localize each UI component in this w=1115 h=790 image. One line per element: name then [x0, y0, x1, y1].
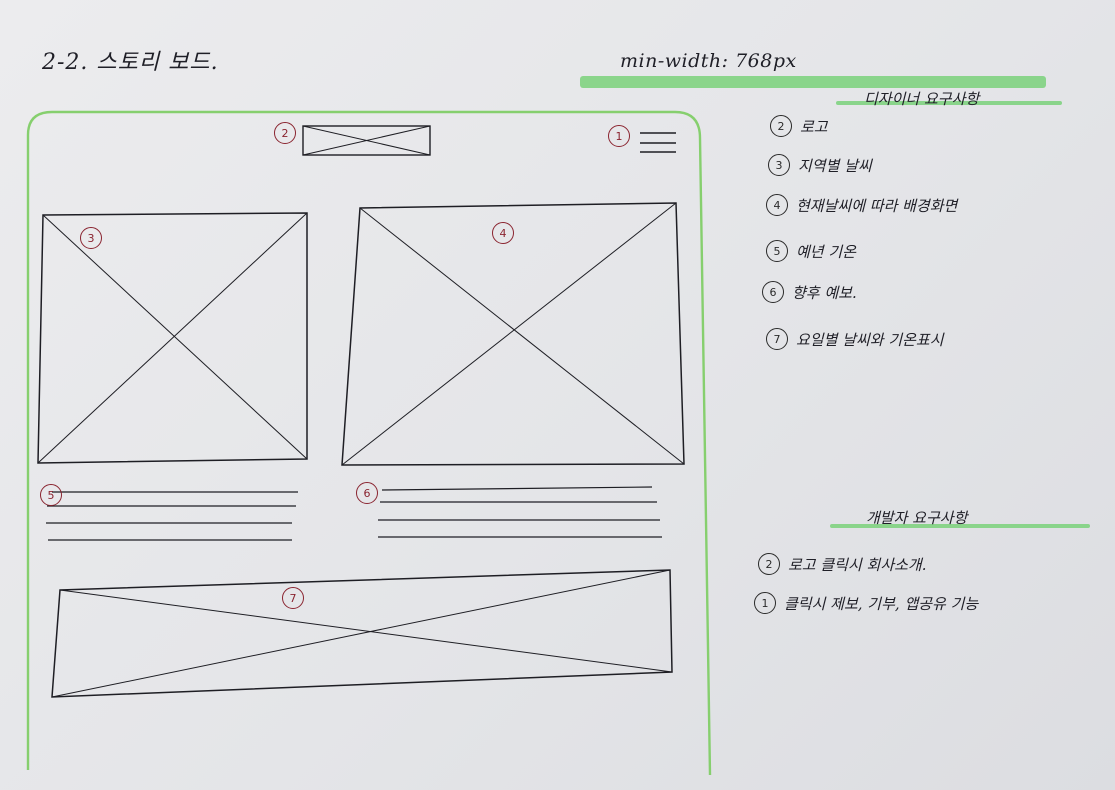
item-number: 2 — [770, 115, 792, 137]
marker-6: 6 — [356, 482, 378, 504]
designer-item: 5 예년 기온 — [766, 240, 856, 262]
designer-heading-highlight — [836, 101, 1062, 105]
min-width-note: min-width: 768px — [620, 50, 797, 72]
region-weather-placeholder — [37, 212, 308, 464]
device-frame — [26, 110, 712, 776]
item-number: 1 — [754, 592, 776, 614]
designer-item: 2 로고 — [770, 115, 828, 137]
marker-7: 7 — [282, 587, 304, 609]
designer-heading: 디자이너 요구사항 — [864, 90, 980, 108]
menu-icon — [640, 132, 676, 153]
item-text: 요일별 날씨와 기온표시 — [796, 330, 944, 349]
item-number: 2 — [758, 553, 780, 575]
marker-2: 2 — [274, 122, 296, 144]
item-number: 5 — [766, 240, 788, 262]
developer-heading: 개발자 요구사항 — [866, 509, 968, 527]
item-text: 로고 클릭시 회사소개. — [788, 555, 927, 574]
forecast-lines — [378, 486, 662, 538]
page-title: 2-2. 스토리 보드. — [42, 50, 219, 75]
item-text: 예년 기온 — [796, 242, 856, 261]
developer-item: 1 클릭시 제보, 기부, 앱공유 기능 — [754, 592, 978, 614]
average-temp-lines — [46, 491, 298, 541]
item-number: 7 — [766, 328, 788, 350]
item-text: 현재날씨에 따라 배경화면 — [796, 196, 958, 215]
logo-placeholder — [302, 125, 431, 156]
designer-item: 6 향후 예보. — [762, 281, 857, 303]
designer-item: 4 현재날씨에 따라 배경화면 — [766, 194, 957, 216]
designer-item: 3 지역별 날씨 — [768, 154, 872, 176]
item-text: 로고 — [800, 117, 828, 136]
marker-3: 3 — [80, 227, 102, 249]
marker-1: 1 — [608, 125, 630, 147]
developer-item: 2 로고 클릭시 회사소개. — [758, 553, 927, 575]
item-number: 3 — [768, 154, 790, 176]
weekly-weather-placeholder — [51, 569, 673, 698]
item-number: 4 — [766, 194, 788, 216]
current-weather-placeholder — [341, 202, 685, 466]
item-text: 향후 예보. — [792, 283, 857, 302]
item-text: 지역별 날씨 — [798, 156, 872, 175]
marker-4: 4 — [492, 222, 514, 244]
min-width-highlight — [580, 76, 1046, 88]
item-text: 클릭시 제보, 기부, 앱공유 기능 — [784, 594, 979, 613]
marker-5: 5 — [40, 484, 62, 506]
developer-heading-highlight — [830, 524, 1090, 528]
item-number: 6 — [762, 281, 784, 303]
designer-item: 7 요일별 날씨와 기온표시 — [766, 328, 944, 350]
